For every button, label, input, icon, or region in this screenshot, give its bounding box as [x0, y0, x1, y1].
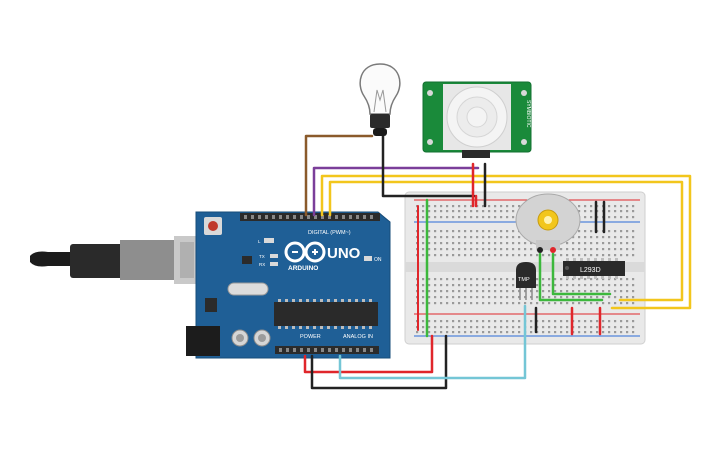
wire-gnd-black — [310, 334, 448, 390]
wire-bulb-to-pin — [304, 134, 374, 217]
digital-label: DIGITAL (PWM~) — [308, 230, 351, 236]
arduino-uno[interactable]: UNO ARDUINO DIGITAL (PWM~) L TX RX ON PO… — [186, 211, 391, 359]
wire-bulb-gnd — [381, 134, 476, 198]
tx-label: TX — [259, 254, 265, 259]
wire-green-motor2 — [551, 252, 612, 296]
arduino-brand: ARDUINO — [288, 265, 318, 272]
usb-cable[interactable] — [30, 236, 204, 284]
tmp-label: TMP — [518, 277, 530, 283]
wire-yellow-1 — [320, 174, 692, 310]
temperature-sensor[interactable]: TMP — [516, 262, 536, 300]
pir-motion-sensor[interactable]: SYMBIOTIC — [422, 81, 532, 158]
ic-label: L293D — [580, 267, 601, 274]
uno-label: UNO — [327, 245, 361, 262]
wire-5v-red — [303, 334, 434, 374]
wire-green-motor — [538, 252, 604, 302]
power-label: POWER — [300, 334, 321, 340]
atmega-chip — [274, 299, 378, 329]
reset-button[interactable] — [208, 221, 218, 231]
wire-pir-signal — [312, 166, 480, 217]
wires — [303, 134, 692, 390]
arduino-logo — [284, 241, 326, 263]
wire-yellow-2 — [328, 180, 684, 302]
analog-label: ANALOG IN — [343, 334, 373, 340]
rx-label: RX — [259, 262, 265, 267]
light-bulb[interactable] — [359, 63, 401, 136]
l-led-label: L — [258, 239, 261, 244]
dc-motor[interactable] — [515, 193, 581, 253]
pir-side-text: SYMBIOTIC — [525, 100, 531, 128]
wire-a0-cyan — [338, 304, 527, 380]
on-label: ON — [374, 257, 382, 263]
motor-driver-ic[interactable]: L293D — [563, 258, 625, 279]
